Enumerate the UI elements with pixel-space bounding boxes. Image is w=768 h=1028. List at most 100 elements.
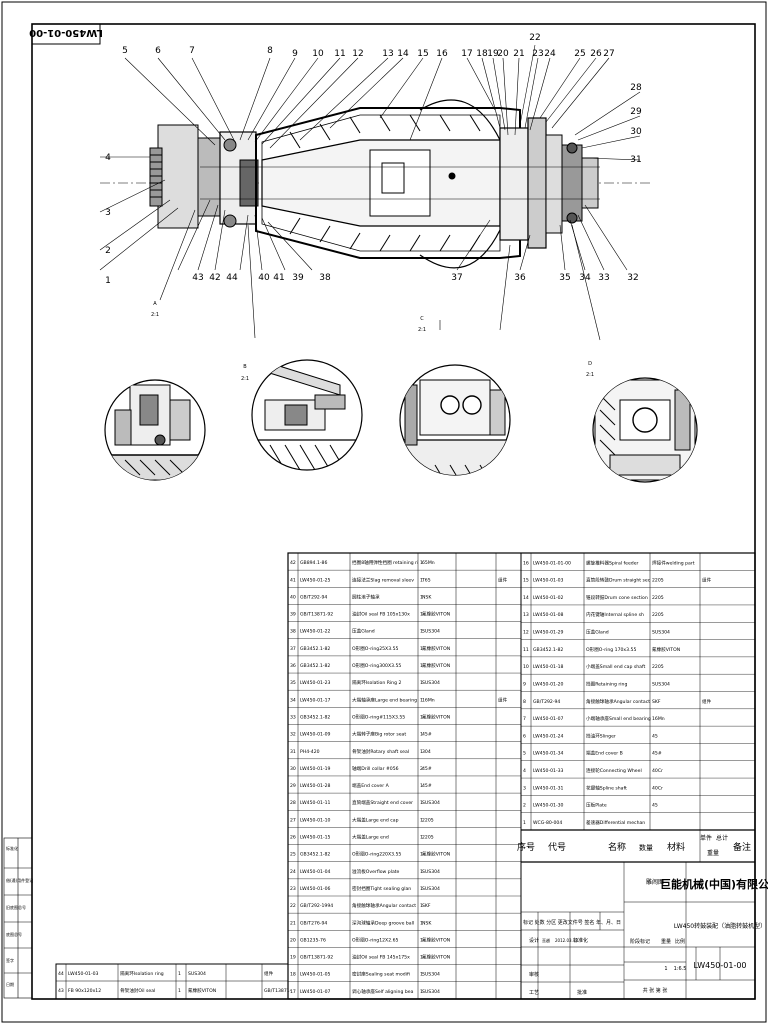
balloon-31: 31 xyxy=(630,155,641,165)
detail-c-scale: 2:1 xyxy=(418,327,426,333)
balloon-4: 4 xyxy=(105,153,111,163)
bom-left-name: 隔离环Isolation Ring 2 xyxy=(352,679,401,686)
detail-a-label: A xyxy=(153,301,157,307)
stamp-row-base: 底图总号 xyxy=(6,931,22,937)
bom-left-no: 33 xyxy=(290,714,296,720)
bom-left-mat: 氟橡胶VITON xyxy=(422,954,450,961)
bom-right-code: LW450-01-33 xyxy=(533,768,564,774)
bom-left-code: GB3452.1-82 xyxy=(300,852,330,858)
bom-left-name: 轴端Drill collar #056 xyxy=(352,765,399,772)
balloon-2: 2 xyxy=(105,246,111,256)
bom-left-code: GB/T276-94 xyxy=(300,920,327,926)
bom-right-no: 1 xyxy=(523,820,526,826)
bom-right-mat: 45 xyxy=(652,733,658,739)
sheets-label: 共 张 第 张 xyxy=(643,987,668,994)
bom-header-code: 代号 xyxy=(548,842,566,853)
bom-left-qty: 1 xyxy=(420,714,423,720)
bom-left-qty: 1 xyxy=(420,612,423,618)
bom-strip-code: LW450-01-03 xyxy=(68,971,99,977)
bom-left-qty: 1 xyxy=(420,886,423,892)
bom-left-code: LW450-01-07 xyxy=(300,989,331,995)
sheet-no: 1 xyxy=(664,966,667,972)
bom-left-code: LW450-01-28 xyxy=(300,783,331,789)
bom-header-remark: 备注 xyxy=(733,841,751,853)
bom-left-code: LW450-01-04 xyxy=(300,869,331,875)
bom-left-name: 大端轴承座Large end bearing xyxy=(352,696,417,703)
bom-left-qty: 1 xyxy=(420,920,423,926)
bom-right-mat: SKF xyxy=(652,699,661,705)
bom-left-name: 角接触球轴承Angular contact xyxy=(352,902,416,909)
bom-right-mat: 40Cr xyxy=(652,768,663,774)
bom-right-mat: SUS304 xyxy=(652,681,670,687)
bom-left-no: 23 xyxy=(290,886,296,892)
balloons-top: 5 6 7 8 9 10 11 12 13 14 15 16 17 18 19 … xyxy=(122,33,615,59)
bom-left-qty: 1 xyxy=(420,955,423,961)
bom-left-qty: 1 xyxy=(420,663,423,669)
bom-left-no: 20 xyxy=(290,937,296,943)
scale-value: 1:6.5 xyxy=(674,966,687,972)
bom-left-code: GB1235-76 xyxy=(300,937,326,943)
bom-left-mat: NSK xyxy=(422,594,432,600)
balloon-16: 16 xyxy=(436,49,448,59)
balloon-21: 21 xyxy=(513,49,524,59)
design-label: 设计 xyxy=(529,937,539,944)
bom-left-no: 35 xyxy=(290,680,296,686)
bom-left-no: 32 xyxy=(290,732,296,738)
bom-strip-code: FB 90x120x12 xyxy=(68,988,101,994)
bom-right-no: 14 xyxy=(523,595,529,601)
balloon-42: 42 xyxy=(209,273,220,283)
bom-right-mat: 焊接件welding part xyxy=(652,559,695,566)
bom-strip-note: GB/T13871- xyxy=(264,988,292,994)
detail-b-scale: 2:1 xyxy=(241,376,249,382)
bom-strip-qty: 1 xyxy=(178,971,181,977)
bom-right-no: 11 xyxy=(523,647,529,653)
assembly-title: LW450转鼓装配（油脂转鼓机型） xyxy=(674,922,766,930)
bom-left-code: LW450-01-22 xyxy=(300,629,331,635)
bom-left-no: 30 xyxy=(290,766,296,772)
bom-left-no: 31 xyxy=(290,749,296,755)
bom-strip-no: 43 xyxy=(58,988,64,994)
bom-left-code: GB/T292-94 xyxy=(300,594,327,600)
bom-header-qty: 数量 xyxy=(639,843,653,852)
bom-right-mat: SUS304 xyxy=(652,630,670,636)
review-label: 审核 xyxy=(529,971,539,978)
balloons-right: 28 29 30 31 xyxy=(630,83,642,165)
bom-left-no: 21 xyxy=(290,920,296,926)
balloon-6: 6 xyxy=(155,46,161,56)
bom-right-mat: 2205 xyxy=(652,664,664,670)
balloons-bottom: 43 42 44 40 41 39 38 37 36 35 34 33 32 xyxy=(192,273,638,283)
bom-left-note: 组件 xyxy=(498,576,508,583)
balloon-30: 30 xyxy=(630,127,642,137)
bom-left-no: 42 xyxy=(290,560,296,566)
bom-left-code: LW450-01-17 xyxy=(300,697,331,703)
bom-left-qty: 1 xyxy=(420,732,423,738)
balloon-leaders xyxy=(99,44,641,341)
bom-left-qty: 1 xyxy=(420,817,423,823)
bom-header-total: 总计 xyxy=(716,834,728,842)
bom-left-no: 19 xyxy=(290,955,296,961)
bom-left-mat: 2205 xyxy=(422,817,434,823)
bom-left-name: 大端盖Large end cap xyxy=(352,816,399,823)
balloon-8: 8 xyxy=(267,46,273,56)
bom-strip-name: 骨架油封Oil seal xyxy=(120,987,155,994)
bom-right-code: LW450-01-24 xyxy=(533,733,564,739)
bom-left-mat: T65 xyxy=(421,577,431,583)
bom-left-name: O形圈O-ring300X3.55 xyxy=(352,662,401,669)
bom-right-code: LW450-01-08 xyxy=(533,612,564,618)
bom-strip-no: 44 xyxy=(58,971,64,977)
design-date: 2012.03.13 xyxy=(555,938,578,943)
bom-left-no: 27 xyxy=(290,817,296,823)
bom-left-no: 22 xyxy=(290,903,296,909)
bom-right-mat: 40Cr xyxy=(652,785,663,791)
approve-label: 批准 xyxy=(577,989,587,996)
bom-left-no: 24 xyxy=(290,869,296,875)
bom-header-unit: 单件 xyxy=(700,834,712,842)
bom-right-no: 7 xyxy=(523,716,526,722)
bom-right-code: LW450-01-29 xyxy=(533,630,564,636)
bom-left-qty: 1 xyxy=(420,972,423,978)
bom-right-name: 直筒段转鼓Drum straight sec xyxy=(586,577,651,584)
bom-left-mat: 304 xyxy=(422,749,431,755)
bom-left-qty: 1 xyxy=(420,629,423,635)
balloon-12: 12 xyxy=(352,49,363,59)
